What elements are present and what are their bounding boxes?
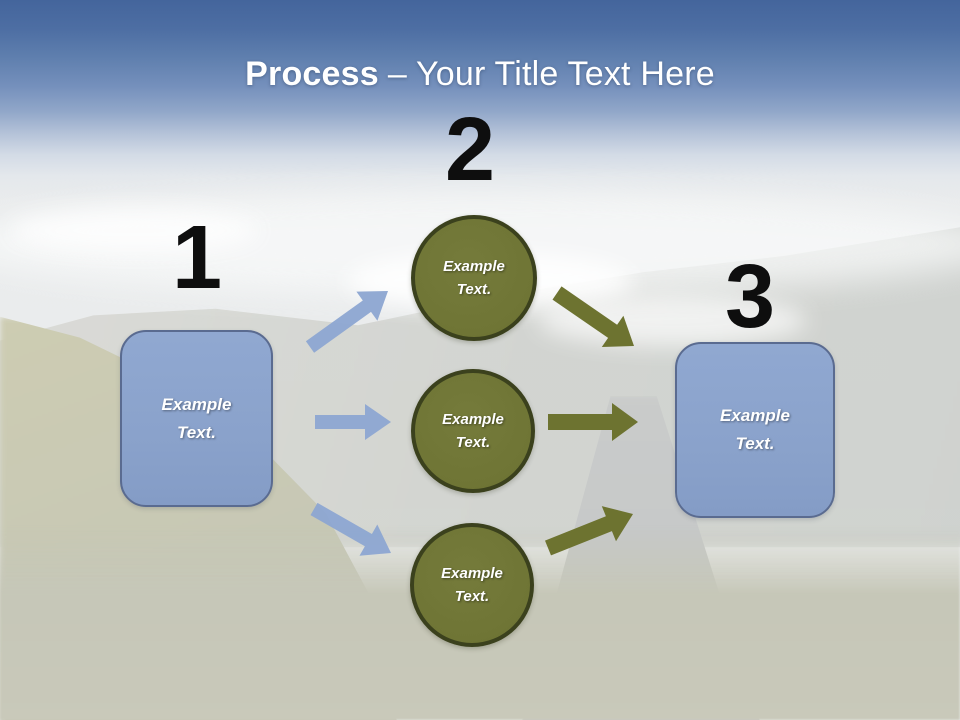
- step-number-2: 2: [444, 100, 496, 200]
- step2-circle-top-label: Example Text.: [443, 258, 505, 298]
- title-subtitle: – Your Title Text Here: [387, 55, 715, 93]
- step-number-1: 1: [171, 208, 223, 308]
- arrow-circle-top-to-box3-icon: [552, 286, 634, 347]
- title-keyword: Process: [245, 55, 379, 93]
- step2-circle-middle-label: Example Text.: [442, 411, 504, 451]
- arrow-box1-to-circle-top-icon: [305, 291, 388, 353]
- step2-circle-top: Example Text.: [411, 215, 537, 341]
- arrow-box1-to-circle-middle-icon: [315, 404, 391, 440]
- step3-box-label: Example Text.: [720, 406, 790, 453]
- arrow-circle-middle-to-box3-icon: [548, 403, 638, 441]
- step3-box: Example Text.: [675, 342, 835, 518]
- arrow-circle-bottom-to-box3-icon: [545, 506, 633, 556]
- step2-circle-middle: Example Text.: [411, 369, 535, 493]
- step2-circle-bottom-label: Example Text.: [441, 565, 503, 605]
- step2-circle-bottom: Example Text.: [410, 523, 534, 647]
- arrow-box1-to-circle-bottom-icon: [310, 502, 391, 556]
- step1-box-label: Example Text.: [161, 394, 232, 442]
- background-cloud: [9, 208, 260, 252]
- slide-title: Process– Your Title Text Here: [0, 54, 960, 94]
- step1-box: Example Text.: [120, 330, 273, 507]
- step-number-3: 3: [724, 247, 776, 347]
